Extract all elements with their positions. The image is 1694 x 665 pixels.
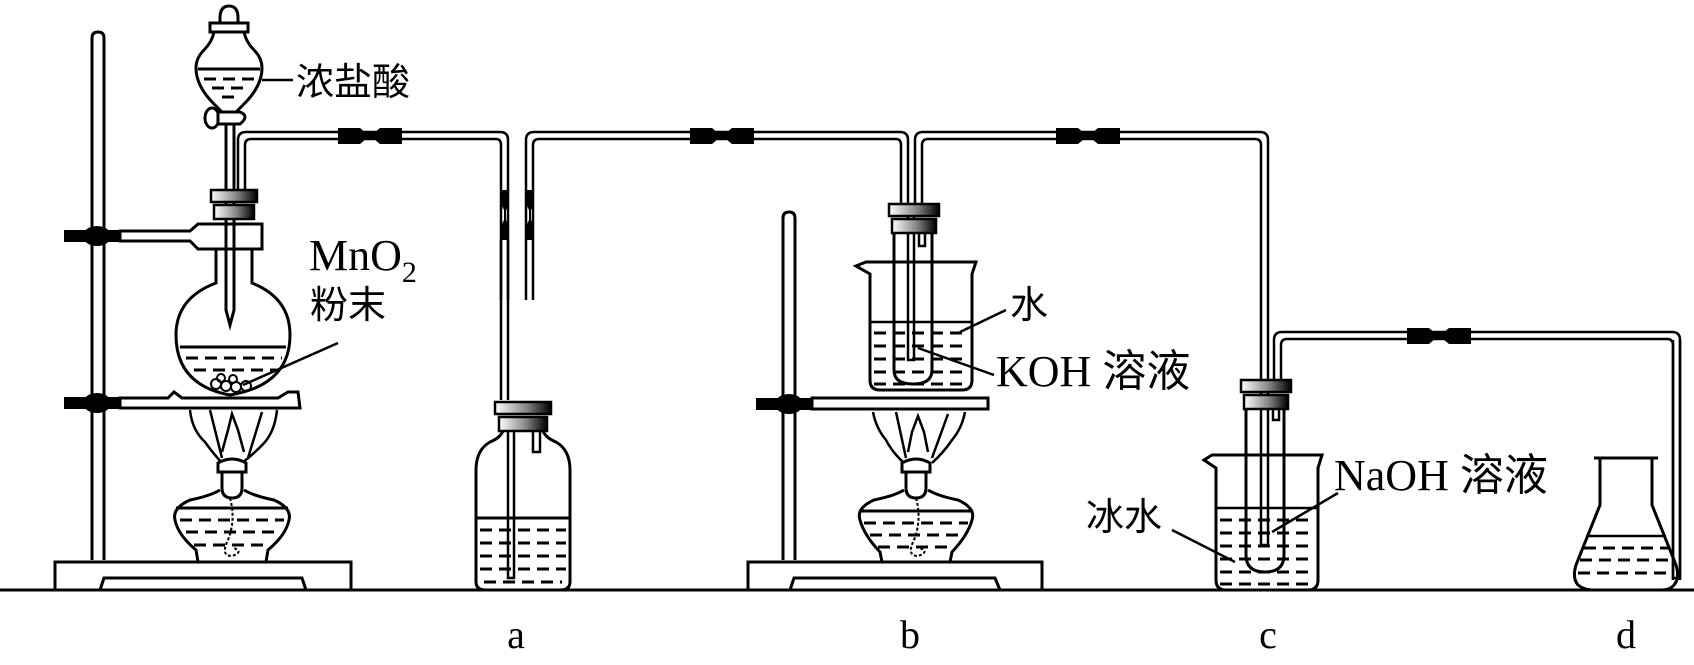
label-leader-naoh (1271, 491, 1339, 534)
rubber-tube-joint-2 (690, 128, 754, 144)
label-leader-water (959, 308, 1007, 334)
label-naoh-solution: NaOH 溶液 (1334, 451, 1548, 500)
flask-stopper (209, 188, 259, 204)
separatory-funnel (194, 4, 264, 331)
wash-bottle-a (474, 130, 910, 592)
rubber-tube-joint-3 (1056, 128, 1120, 144)
label-water: 水 (1010, 283, 1048, 327)
conical-flask-d (1572, 340, 1682, 592)
label-leader-koh (917, 346, 995, 377)
round-bottom-flask (174, 188, 292, 397)
delivery-tube-4 (1272, 330, 1682, 580)
rubber-tube-joint-1 (338, 128, 402, 144)
label-leader-mno2 (242, 341, 339, 387)
label-ice-water: 冰水 (1086, 495, 1162, 539)
generator-apparatus (53, 4, 510, 592)
label-koh-solution: KOH 溶液 (996, 347, 1190, 396)
station-c (1171, 330, 1682, 592)
station-label-c: c (1259, 612, 1277, 657)
station-label-d: d (1616, 612, 1636, 657)
label-mno2: MnO2 (309, 231, 417, 289)
label-conc-hcl: 浓盐酸 (296, 60, 410, 104)
delivery-tube-3 (913, 130, 1270, 390)
mno2-powder (210, 373, 252, 393)
station-label-a: a (507, 612, 525, 657)
delivery-tube-2 (524, 130, 910, 300)
alcohol-lamp-left (173, 409, 291, 563)
iron-stand-left (53, 30, 353, 592)
station-label-b: b (900, 612, 920, 657)
alcohol-lamp-b (857, 411, 975, 563)
label-powder: 粉末 (310, 283, 386, 327)
label-leader-ice-water (1171, 528, 1236, 564)
delivery-tube-1 (236, 130, 510, 300)
rubber-tube-joint-4 (1407, 328, 1471, 344)
station-b (746, 130, 1270, 592)
